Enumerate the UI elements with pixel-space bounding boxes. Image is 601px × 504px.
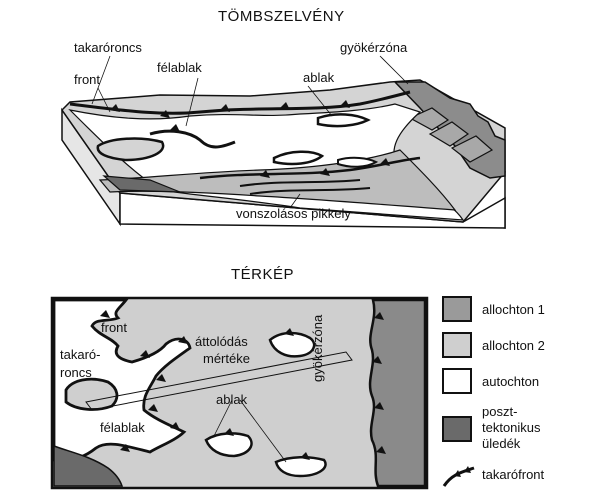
label-displacement-2: mértéke: [203, 351, 250, 366]
label-window-map: ablak: [216, 392, 248, 407]
root-zone-slab-2: [428, 121, 470, 147]
label-half-window-map: félablak: [100, 420, 145, 435]
post-tectonic-strip: [102, 175, 181, 193]
leader-lines-map: [213, 399, 287, 463]
label-drag-scales: vonszolásos pikkely: [236, 206, 351, 221]
legend-item-allochton-1: allochton 1: [442, 296, 592, 324]
legend-swatch-post-tectonic: [442, 416, 472, 442]
legend-label-post-tectonic-3: üledék: [482, 436, 521, 451]
thrust-front-main: [69, 90, 411, 115]
map-root-zone: [368, 298, 427, 488]
label-displacement-1: áttolódás: [195, 334, 248, 349]
thrust-teeth-map: [100, 310, 386, 460]
label-front-block: front: [74, 72, 101, 87]
legend-item-autochton: autochton: [442, 368, 592, 396]
window-1: [316, 113, 371, 128]
label-klippe-map-1: takaró-: [60, 347, 101, 362]
drag-scale-1: [239, 179, 361, 187]
klippe-outlier: [96, 137, 165, 162]
legend-swatch-autochton: [442, 368, 472, 394]
thrust-front-lower: [199, 156, 421, 180]
legend-thrust-front-symbol: [442, 466, 475, 487]
block-section-title: TÖMBSZELVÉNY: [218, 8, 345, 25]
thrust-teeth-block: [110, 100, 390, 178]
legend-label-autochton: autochton: [482, 374, 540, 389]
thrust-front-halfwindow: [149, 129, 236, 149]
root-zone-slab-3: [450, 135, 494, 163]
label-klippe-block: takaróroncs: [74, 40, 142, 55]
legend-item-allochton-2: allochton 2: [442, 332, 592, 360]
label-half-window-block: félablak: [157, 60, 202, 75]
map-post-tectonic: [53, 444, 124, 487]
legend-label-post-tectonic-1: poszt-: [482, 404, 518, 419]
map-window-bottom: [274, 456, 327, 478]
label-root-zone-map: gyökérzóna: [310, 314, 325, 382]
legend-item-thrust-front: takarófront: [442, 462, 592, 492]
leader-lines-block: [91, 55, 409, 209]
displacement-band: [85, 351, 353, 411]
label-root-zone-block: gyökérzóna: [340, 40, 408, 55]
drag-scale-2: [249, 187, 371, 195]
legend-label-thrust-front: takarófront: [482, 467, 545, 482]
legend-label-post-tectonic-2: tektonikus: [482, 420, 541, 435]
map-title: TÉRKÉP: [231, 266, 295, 283]
label-front-map: front: [101, 320, 128, 335]
legend-swatch-allochton-2: [442, 332, 472, 358]
label-klippe-map-2: roncs: [60, 365, 92, 380]
label-window-block: ablak: [303, 70, 335, 85]
window-2: [272, 150, 325, 166]
legend-label-allochton-2: allochton 2: [482, 338, 545, 353]
window-3: [337, 156, 379, 168]
legend-item-post-tectonic: poszt- tektonikus üledék: [442, 404, 592, 458]
legend-swatch-allochton-1: [442, 296, 472, 322]
root-zone-slab-1: [408, 107, 450, 131]
map-klippe: [64, 377, 119, 411]
map-autochton: [52, 298, 192, 462]
legend-label-allochton-1: allochton 1: [482, 302, 545, 317]
